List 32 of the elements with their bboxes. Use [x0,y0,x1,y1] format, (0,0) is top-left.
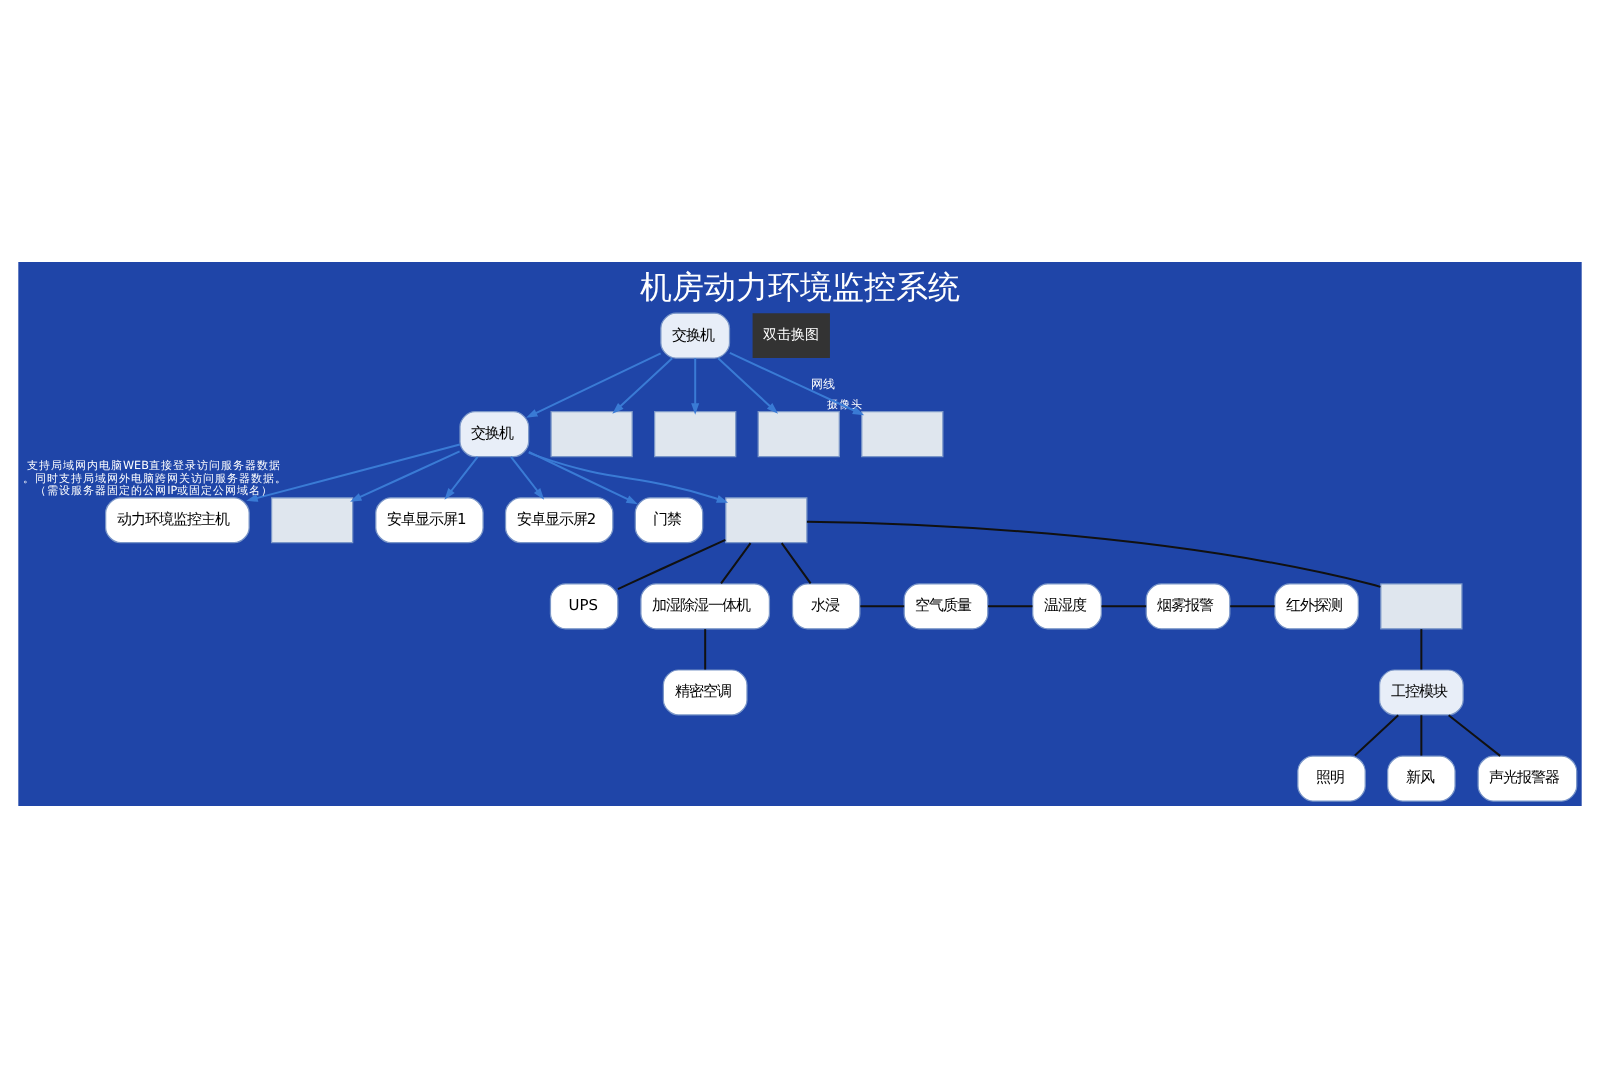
diagram-title: 机房动力环境监控系统 [640,267,960,306]
connector [1100,605,1148,608]
connector [987,605,1034,608]
connector [1447,714,1502,757]
connector [1229,605,1276,608]
arrow [444,455,479,500]
connector [1420,714,1423,757]
connector [805,520,1382,588]
connector [720,542,752,585]
node-box [725,497,808,544]
node-box [1380,583,1463,630]
arrow [728,351,865,416]
arrow [246,443,461,502]
connector [859,605,906,608]
node-box [757,411,840,458]
connector [1353,714,1400,757]
arrow [350,450,461,502]
connector [780,542,812,585]
node-box [550,411,633,458]
connector [1420,628,1423,671]
connector [616,538,727,591]
arrow [510,455,545,500]
arrow [527,450,638,505]
node-box [654,411,737,458]
arrow [691,357,700,415]
node-box [861,411,944,458]
arrow [612,357,674,414]
connector [704,628,707,671]
arrow [527,451,729,503]
arrow [526,352,662,418]
node-box [270,497,354,544]
arrow [717,357,779,414]
